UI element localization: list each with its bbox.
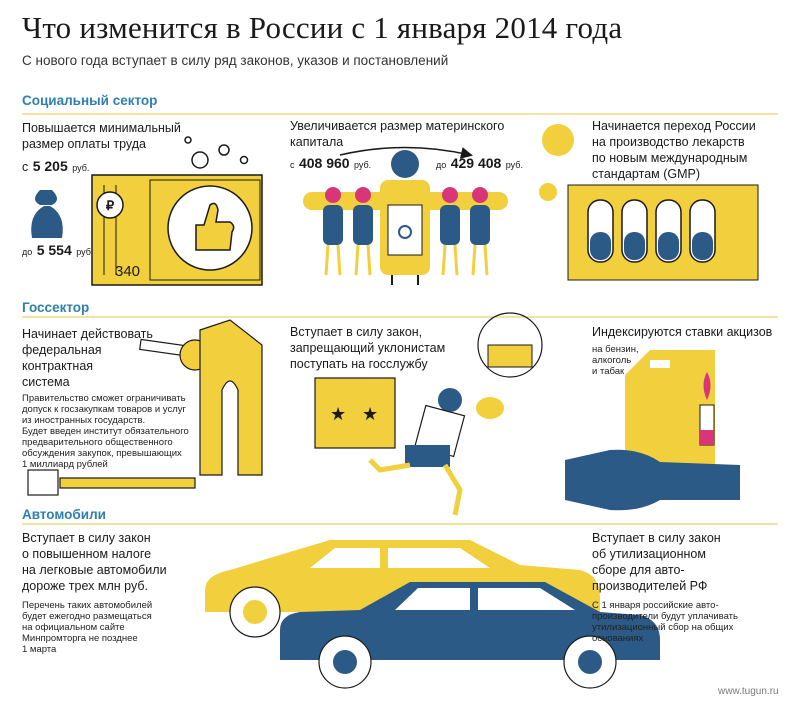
maternity-text-line: Увеличивается размер материнского xyxy=(290,119,505,133)
luxury-note-line: 1 марта xyxy=(22,644,57,655)
coin-symbol: ₽ xyxy=(106,198,115,213)
maternity-text: Увеличивается размер материнского капита… xyxy=(290,118,504,150)
banknote-icon xyxy=(91,174,263,286)
maternity-to-value: 429 408 xyxy=(450,155,502,171)
recycling-text-line: об утилизационном xyxy=(592,547,706,561)
wage-from: с 5 205 руб. xyxy=(22,158,89,176)
recycling-note-line: утилизационный сбор на общих xyxy=(592,622,734,633)
recycling-text-line: производителей РФ xyxy=(592,579,708,593)
luxury-tax-line: Вступает в силу закон xyxy=(22,531,151,545)
barrier-icon xyxy=(27,319,263,496)
children-icon xyxy=(323,187,490,276)
money-bag-icon xyxy=(31,190,63,238)
bubbles-icon xyxy=(184,136,249,169)
procurement-note-line: Будет введен институт обязательного xyxy=(22,426,189,437)
maternity-to: до 429 408 руб. xyxy=(436,155,523,173)
excise-items: на бензин, алкоголь и табак xyxy=(592,344,639,377)
luxury-tax-line: дороже трех млн руб. xyxy=(22,579,148,593)
gmp-text-line: по новым международным xyxy=(592,151,748,165)
luxury-note-line: будет ежегодно размещаться xyxy=(22,611,152,622)
runner-icon: ★ ★ xyxy=(314,312,543,516)
wage-text-line: размер оплаты труда xyxy=(22,137,146,151)
blue-car-icon xyxy=(280,582,660,689)
draft-text-line: запрещающий уклонистам xyxy=(290,341,446,355)
procurement-text: Начинает действовать федеральная контрак… xyxy=(22,326,153,390)
recycling-note-line: С 1 января российские авто- xyxy=(592,600,719,611)
recycling-note: С 1 января российские авто- производител… xyxy=(592,600,738,644)
procurement-note-line: 1 миллиард рублей xyxy=(22,459,108,470)
excise-item: на бензин, xyxy=(592,344,639,355)
wage-to: до 5 554 руб. xyxy=(22,242,93,260)
maternity-to-unit: руб. xyxy=(505,160,523,170)
maternity-to-prefix: до xyxy=(436,160,447,170)
procurement-text-line: система xyxy=(22,375,70,389)
procurement-text-line: федеральная xyxy=(22,343,102,357)
gmp-text-line: стандартам (GMP) xyxy=(592,167,701,181)
procurement-note-line: предварительного общественного xyxy=(22,437,173,448)
procurement-note-line: обсуждения закупок, превышающих xyxy=(22,448,182,459)
luxury-note-line: на официальном сайте xyxy=(22,622,125,633)
bottle-icon xyxy=(565,449,740,511)
canister-icon xyxy=(625,350,715,470)
wage-to-prefix: до xyxy=(22,247,33,257)
luxury-tax-note: Перечень таких автомобилей будет ежегодн… xyxy=(22,600,152,655)
recycling-note-line: производители будут уплачивать xyxy=(592,611,738,622)
gmp-text: Начинается переход России на производств… xyxy=(592,118,756,182)
luxury-note-line: Перечень таких автомобилей xyxy=(22,600,153,611)
procurement-note-line: из иностранных государств. xyxy=(22,415,146,426)
excise-item: и табак xyxy=(592,366,625,377)
procurement-text-line: контрактная xyxy=(22,359,94,373)
wage-from-value: 5 205 xyxy=(32,158,68,174)
page-subtitle: С нового года вступает в силу ряд законо… xyxy=(22,53,449,68)
watermark: www.tugun.ru xyxy=(718,686,779,697)
page-title: Что изменится в России с 1 января 2014 г… xyxy=(22,10,623,45)
maternity-from-prefix: с xyxy=(290,160,295,170)
wage-text-line: Повышается минимальный xyxy=(22,121,181,135)
draft-text: Вступает в силу закон, запрещающий уклон… xyxy=(290,324,445,372)
gmp-text-line: Начинается переход России xyxy=(592,119,756,133)
wage-from-unit: руб. xyxy=(72,163,90,173)
maternity-text-line: капитала xyxy=(290,135,344,149)
section-title-cars: Автомобили xyxy=(22,507,106,522)
procurement-text-line: Начинает действовать xyxy=(22,327,153,341)
bill-denomination: 340 xyxy=(115,263,140,280)
recycling-text-line: Вступает в силу закон xyxy=(592,531,721,545)
maternity-from-unit: руб. xyxy=(354,160,372,170)
draft-text-line: поступать на госслужбу xyxy=(290,357,428,371)
maternity-from: с 408 960 руб. xyxy=(290,155,371,173)
wage-text: Повышается минимальный размер оплаты тру… xyxy=(22,120,181,152)
luxury-tax-text: Вступает в силу закон о повышенном налог… xyxy=(22,530,167,594)
luxury-note-line: Минпромторга не позднее xyxy=(22,633,138,644)
wage-to-unit: руб. xyxy=(76,247,94,257)
section-title-gov: Госсектор xyxy=(22,300,90,315)
procurement-note-line: Правительство сможет ограничивать xyxy=(22,393,186,404)
luxury-tax-line: на легковые автомобили xyxy=(22,563,167,577)
excise-item: алкоголь xyxy=(592,355,632,366)
luxury-tax-line: о повышенном налоге xyxy=(22,547,152,561)
section-title-social: Социальный сектор xyxy=(22,93,158,108)
recycling-text-line: сборе для авто- xyxy=(592,563,685,577)
procurement-note-line: допуск к госзакупкам товаров и услуг xyxy=(22,404,186,415)
svg-text:★: ★ xyxy=(362,404,378,424)
draft-text-line: Вступает в силу закон, xyxy=(290,325,423,339)
lighter-icon xyxy=(699,372,715,446)
wage-to-value: 5 554 xyxy=(36,242,72,258)
pill-blister-icon xyxy=(539,124,759,281)
excise-text: Индексируются ставки акцизов xyxy=(592,325,773,339)
svg-text:★: ★ xyxy=(330,404,346,424)
procurement-note: Правительство сможет ограничивать допуск… xyxy=(22,393,189,470)
recycling-note-line: основаниях xyxy=(592,633,644,644)
recycling-text: Вступает в силу закон об утилизационном … xyxy=(592,530,721,594)
gmp-text-line: на производство лекарств xyxy=(592,135,745,149)
wage-from-prefix: с xyxy=(22,160,29,174)
maternity-from-value: 408 960 xyxy=(298,155,350,171)
